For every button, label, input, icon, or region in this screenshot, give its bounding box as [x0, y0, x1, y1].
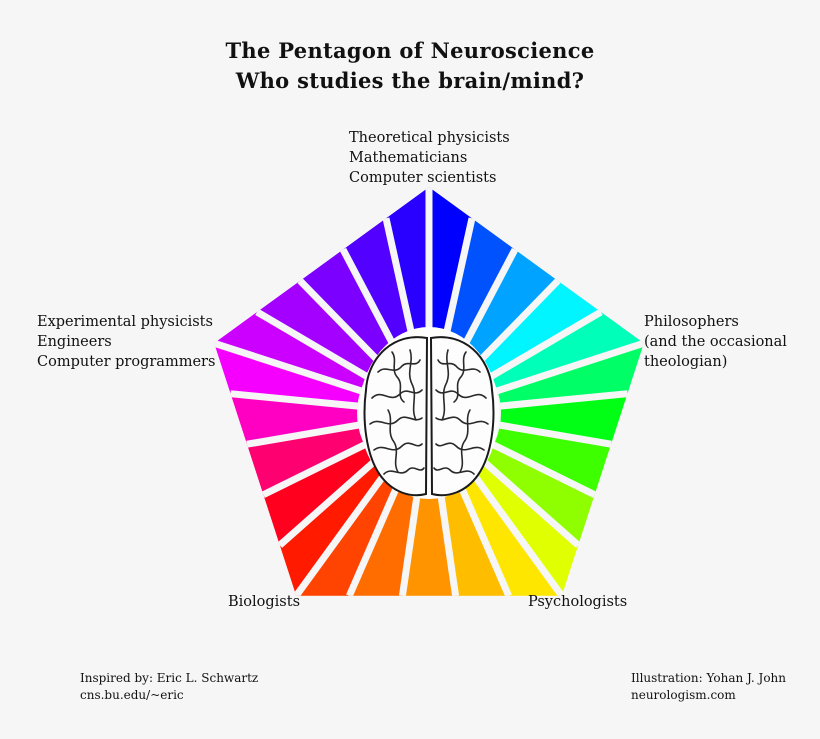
color-wedge: [429, 393, 628, 445]
credit-left-line-2: cns.bu.edu/~eric: [80, 688, 184, 702]
label-top-line-1: Theoretical physicists: [349, 130, 510, 146]
label-left-line-3: Computer programmers: [37, 354, 216, 370]
label-left-line-2: Engineers: [37, 334, 112, 350]
color-wedge: [230, 393, 429, 445]
label-top-line-3: Computer scientists: [349, 170, 497, 186]
label-right-line-2: (and the occasional: [644, 334, 787, 350]
credit-left: Inspired by: Eric L. Schwartz cns.bu.edu…: [80, 670, 258, 704]
label-top-line-2: Mathematicians: [349, 150, 468, 166]
label-bottom-left: Biologists: [228, 592, 300, 612]
credit-left-line-1: Inspired by: Eric L. Schwartz: [80, 671, 259, 685]
diagram-title: The Pentagon of Neuroscience: [225, 38, 595, 63]
label-right-line-3: theologian): [644, 354, 728, 370]
label-bottom-right-line-1: Psychologists: [528, 594, 628, 610]
brain-icon: [359, 327, 499, 499]
credit-right-line-2: neurologism.com: [631, 688, 736, 702]
credit-right-line-1: Illustration: Yohan J. John: [631, 671, 787, 685]
diagram-subtitle: Who studies the brain/mind?: [235, 68, 585, 93]
color-wedge: [402, 413, 456, 596]
label-right-line-1: Philosophers: [644, 314, 739, 330]
label-bottom-right: Psychologists: [528, 592, 627, 612]
label-left-line-1: Experimental physicists: [37, 314, 213, 330]
label-left: Experimental physicists Engineers Comput…: [37, 312, 215, 372]
label-right: Philosophers (and the occasional theolog…: [644, 312, 787, 372]
label-top: Theoretical physicists Mathematicians Co…: [349, 128, 510, 188]
credit-right: Illustration: Yohan J. John neurologism.…: [631, 670, 786, 704]
label-bottom-left-line-1: Biologists: [228, 594, 301, 610]
